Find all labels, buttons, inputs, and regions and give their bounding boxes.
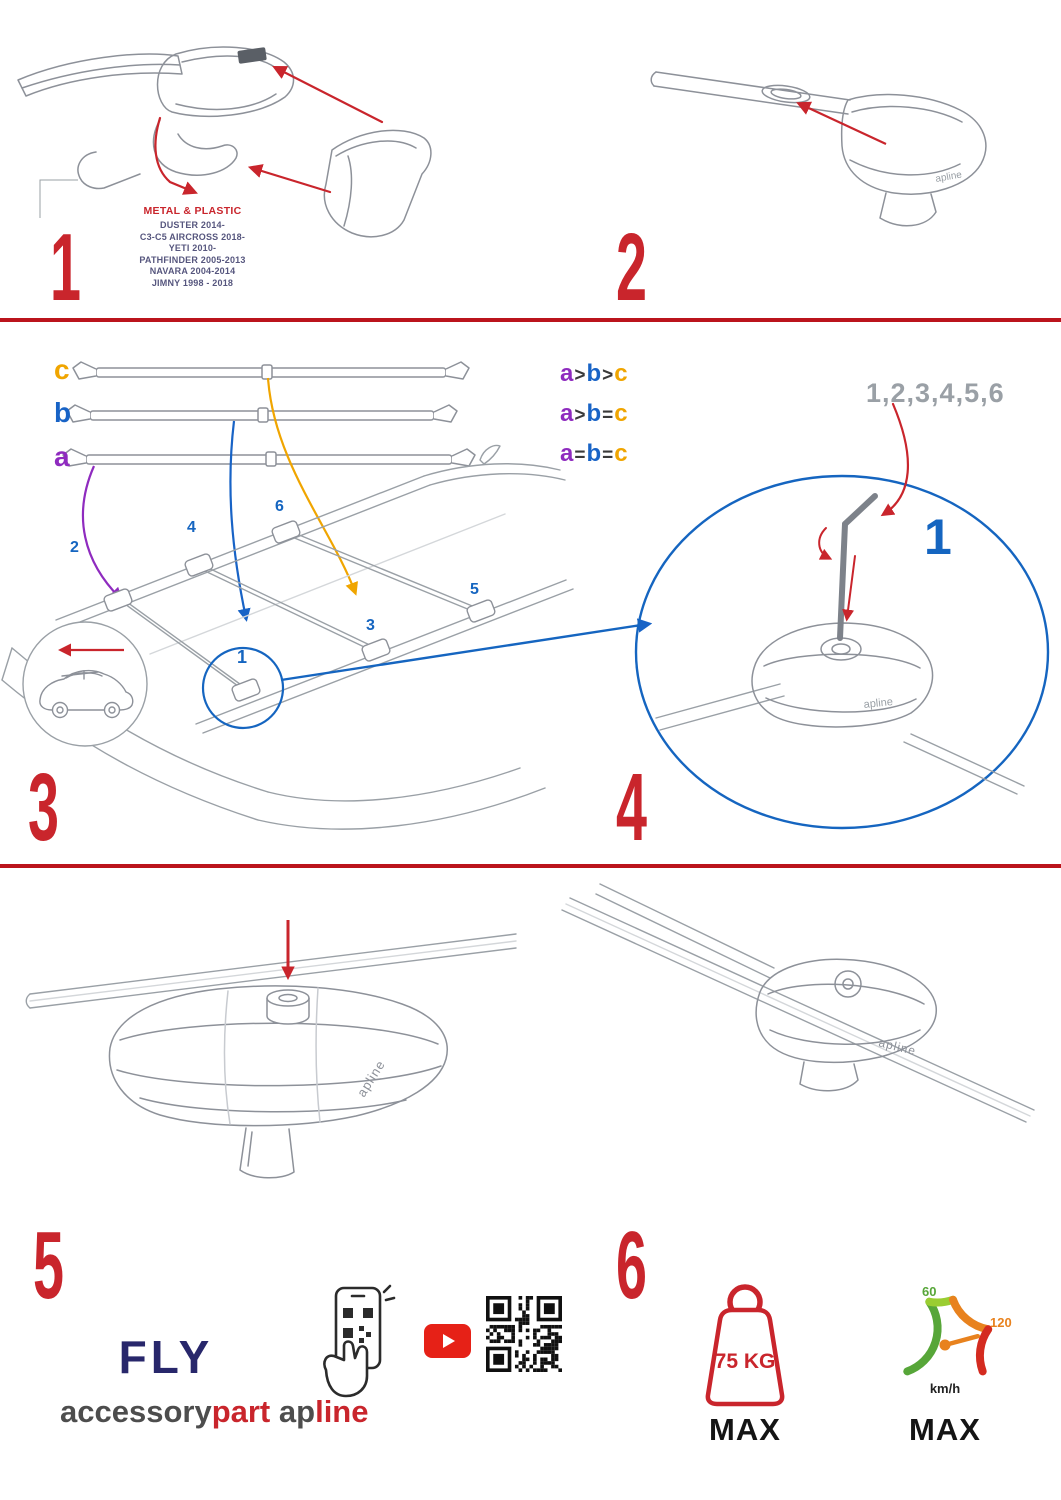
product-name: FLY [118,1331,214,1383]
qr-code [486,1296,562,1372]
bar-b-position-curve [229,420,251,622]
max-speed-gauge: 60 120 km/h [903,1284,1012,1396]
weight-limit-value: 75 KG [715,1350,776,1373]
rail-drawing [25,933,517,1009]
vehicle-model: NAVARA 2004-2014 [149,266,236,276]
length-rule-1: a>b>c [560,360,629,387]
material-label: METAL & PLASTIC [143,205,242,217]
scan-qr-phone-icon [323,1284,396,1398]
gauge-needle [942,1333,981,1348]
rack-feet-drawing [103,520,496,702]
vehicle-model: PATHFINDER 2005-2013 [139,254,246,265]
product-logo-text: apline [863,696,893,711]
position-number-5: 5 [470,581,479,598]
step6-mounted-foot-illustration: apline [561,883,1035,1123]
step2-insert-arrow [796,101,887,145]
weight-max-label: MAX [709,1412,781,1447]
leader-line [39,179,78,218]
bar-label-a: a [54,441,70,472]
step-number-4: 4 [616,754,647,861]
bar-a-position-curve [81,465,123,601]
position-number-6: 6 [275,498,284,515]
step1-foot-assembly-illustration [17,46,432,238]
vehicle-model: YETI 2010- [168,243,217,253]
detail-circle [634,474,1050,830]
sequence-highlight-number: 1 [924,509,952,565]
context-lines [655,683,1025,795]
logo-plate [237,47,267,64]
car-roof-drawing [1,444,574,830]
bar-label-c: c [54,354,70,385]
tighten-sequence-label: 1,2,3,4,5,6 [866,378,1005,408]
vehicle-list: DUSTER 2014- C3-C5 AIRCROSS 2018- YETI 2… [95,220,290,289]
brand-wordmark: accessorypart apline [60,1394,369,1429]
step-number-6: 6 [616,1212,647,1319]
step4-tighten-detail-illustration: apline [634,402,1050,830]
section-divider-top [0,318,1061,322]
cover-piece-drawing [323,129,432,238]
compatibility-block: METAL & PLASTIC DUSTER 2014- C3-C5 AIRCR… [95,205,290,289]
speed-max-label: MAX [909,1412,981,1447]
vehicle-model: JIMNY 1998 - 2018 [151,277,234,288]
position-number-4: 4 [187,519,196,536]
max-weight-icon: 75 KG [705,1284,785,1407]
position-number-3: 3 [366,617,375,634]
vehicle-model: DUSTER 2014- [160,220,225,230]
crossbar-a-drawing [62,448,476,467]
section-divider-bottom [0,864,1061,868]
step3-roof-layout-illustration [1,361,653,830]
step2-bar-insert-illustration: apline [650,71,987,227]
step5-cap-detail-illustration: apline [25,920,517,1179]
speed-low-tick: 60 [922,1284,936,1299]
bar-and-foot-drawing [650,71,987,227]
length-rule-3: a=b=c [560,440,629,467]
knob-drawing [266,989,310,1025]
phone-screen-qr [343,1308,373,1343]
bar-c-position-curve [266,377,358,596]
position-number-2: 2 [70,539,79,556]
detail-pointer-arrow [280,618,653,682]
speed-unit-label: km/h [930,1381,960,1396]
product-logo-text: apline [935,169,964,185]
length-rule-2: a>b=c [560,400,629,427]
step4-red-arrows [818,402,910,622]
speed-high-tick: 120 [990,1315,1012,1330]
step-number-1: 1 [50,214,81,321]
rail-drawing [561,883,1035,1123]
step-number-2: 2 [616,214,647,321]
crossbar-c-drawing [72,361,470,380]
foot-detail-drawing [751,622,934,728]
focus-circle [201,646,285,730]
vehicle-model: C3-C5 AIRCROSS 2018- [139,231,246,242]
step-number-3: 3 [28,754,59,861]
allen-key-drawing [837,493,878,641]
step1-red-arrows [154,66,384,195]
bar-label-b: b [54,397,72,428]
position-number-1: 1 [237,647,248,667]
crossbar-b-drawing [66,404,458,423]
mounted-foot-drawing [755,958,937,1092]
step-number-5: 5 [33,1212,64,1319]
car-direction-inset [22,621,148,747]
youtube-icon [424,1324,471,1358]
